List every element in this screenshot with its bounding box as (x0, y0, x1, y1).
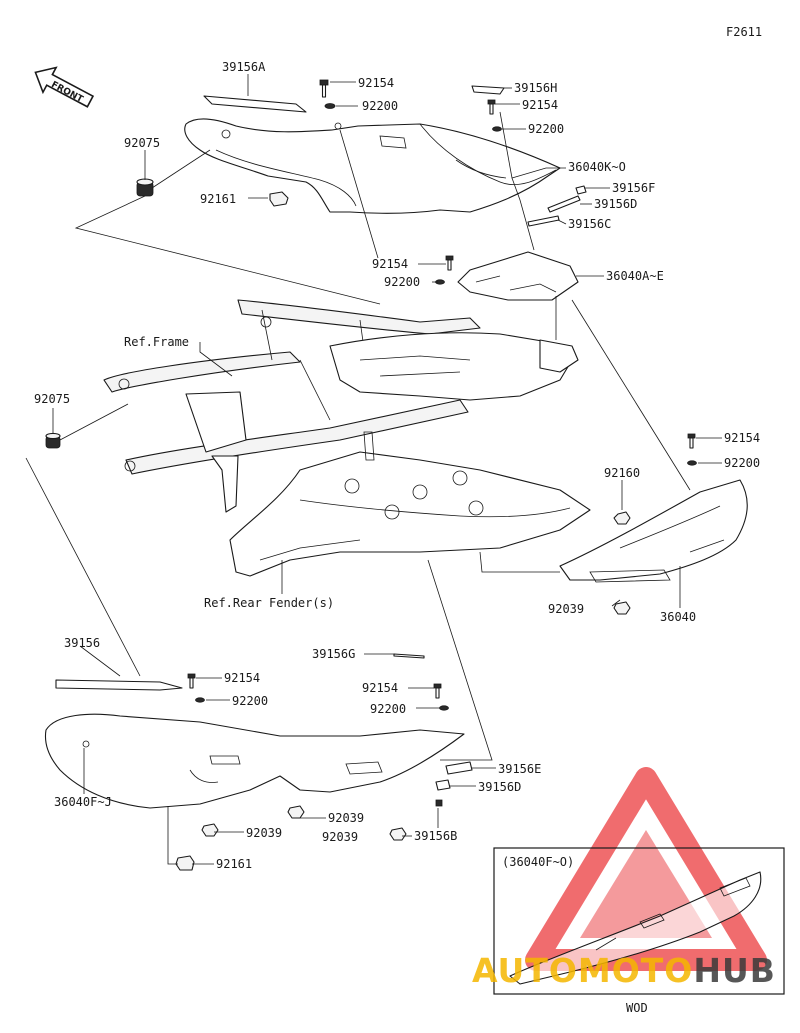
strip-39156g (393, 653, 425, 659)
label-39156g: 39156G (312, 647, 355, 661)
bolt-92154-c-icon (445, 255, 454, 271)
nut-92039-c-icon (389, 827, 407, 841)
strip-39156h (471, 85, 505, 95)
label-92200-d: 92200 (724, 456, 760, 470)
watermark-moto: MOTO (578, 951, 693, 990)
label-39156a: 39156A (222, 60, 266, 74)
label-39156d-bot: 39156D (478, 780, 521, 794)
washer-92200-e-icon (195, 697, 205, 703)
label-36040: 36040 (660, 610, 696, 624)
label-39156c: 39156C (568, 217, 611, 231)
nut-92039-b-icon (201, 823, 219, 837)
label-92039-b: 92039 (246, 826, 282, 840)
label-92154-f: 92154 (362, 681, 398, 695)
label-92200-c: 92200 (384, 275, 420, 289)
label-92160: 92160 (604, 466, 640, 480)
label-92075-top: 92075 (124, 136, 160, 150)
washer-92200-a-icon (324, 103, 336, 109)
label-39156f: 39156F (612, 181, 655, 195)
grommet-92075-mid-icon (45, 432, 61, 449)
label-92039-c: 92039 (322, 830, 358, 844)
inset-caption: WOD (626, 1001, 648, 1015)
inset-panel (493, 847, 785, 995)
nut-92161-bot-icon (175, 855, 195, 871)
label-39156e: 39156E (498, 762, 541, 776)
frame-reference (103, 299, 579, 513)
nut-92161-top-icon (269, 191, 289, 207)
label-92200-f: 92200 (370, 702, 406, 716)
strip-39156d-top (547, 195, 581, 213)
strip-39156 (55, 679, 183, 691)
label-92075-mid: 92075 (34, 392, 70, 406)
svg-text:AUTOMOTOHUB: AUTOMOTOHUB (472, 951, 776, 990)
washer-92200-d-icon (687, 460, 697, 466)
label-92039-right: 92039 (548, 602, 584, 616)
bolt-92154-d-icon (687, 433, 696, 449)
label-92154-a: 92154 (358, 76, 394, 90)
watermark-auto: AUTO (472, 951, 578, 990)
label-92161-top: 92161 (200, 192, 236, 206)
bolt-92154-e-icon (187, 673, 196, 689)
label-92200-b: 92200 (528, 122, 564, 136)
bolt-92154-f-icon (433, 683, 442, 699)
clip-92160-icon (613, 511, 631, 525)
label-ref-rear-fender: Ref.Rear Fender(s) (204, 596, 334, 610)
grommet-92075-top-icon (136, 178, 154, 197)
label-36040f-j: 36040F~J (54, 795, 112, 809)
label-ref-frame: Ref.Frame (124, 335, 189, 349)
label-92154-e: 92154 (224, 671, 260, 685)
label-39156: 39156 (64, 636, 100, 650)
label-39156h: 39156H (514, 81, 557, 95)
label-92200-e: 92200 (232, 694, 268, 708)
label-92154-d: 92154 (724, 431, 760, 445)
lower-side-cowl-36040f-j (44, 713, 465, 809)
inset-title: (36040F~O) (502, 855, 574, 869)
label-39156d-top: 39156D (594, 197, 637, 211)
figure-code: F2611 (726, 25, 762, 39)
label-92154-c: 92154 (372, 257, 408, 271)
washer-92200-f-icon (439, 705, 449, 711)
label-92161-bot: 92161 (216, 857, 252, 871)
nut-92039-right-icon (613, 601, 631, 615)
label-92039-a: 92039 (328, 811, 364, 825)
watermark-hub: HUB (693, 951, 776, 990)
label-39156b: 39156B (414, 829, 457, 843)
front-arrow-icon: FRONT (34, 66, 95, 108)
rear-fender-reference (229, 431, 591, 577)
leader-lines (25, 74, 722, 865)
strip-39156f (575, 185, 587, 195)
bolt-92154-a-icon (319, 79, 329, 98)
label-92200-a: 92200 (362, 99, 398, 113)
bolt-92154-b-icon (487, 99, 496, 115)
label-92154-b: 92154 (522, 98, 558, 112)
clip-39156b-icon (435, 799, 443, 807)
upper-seat-cowl (184, 118, 561, 214)
strip-39156a (203, 95, 307, 113)
nut-92039-a-icon (287, 805, 305, 819)
watermark-text: AUTOMOTOHUB (472, 951, 776, 990)
washer-92200-b-icon (492, 126, 502, 132)
strip-39156e (445, 761, 473, 775)
mid-panel-36040a-e (457, 251, 579, 301)
strip-39156c (527, 215, 560, 227)
right-side-cover-36040 (559, 479, 748, 583)
strip-39156d-bot (435, 779, 451, 791)
label-36040a-e: 36040A~E (606, 269, 664, 283)
label-36040k-o: 36040K~O (568, 160, 626, 174)
